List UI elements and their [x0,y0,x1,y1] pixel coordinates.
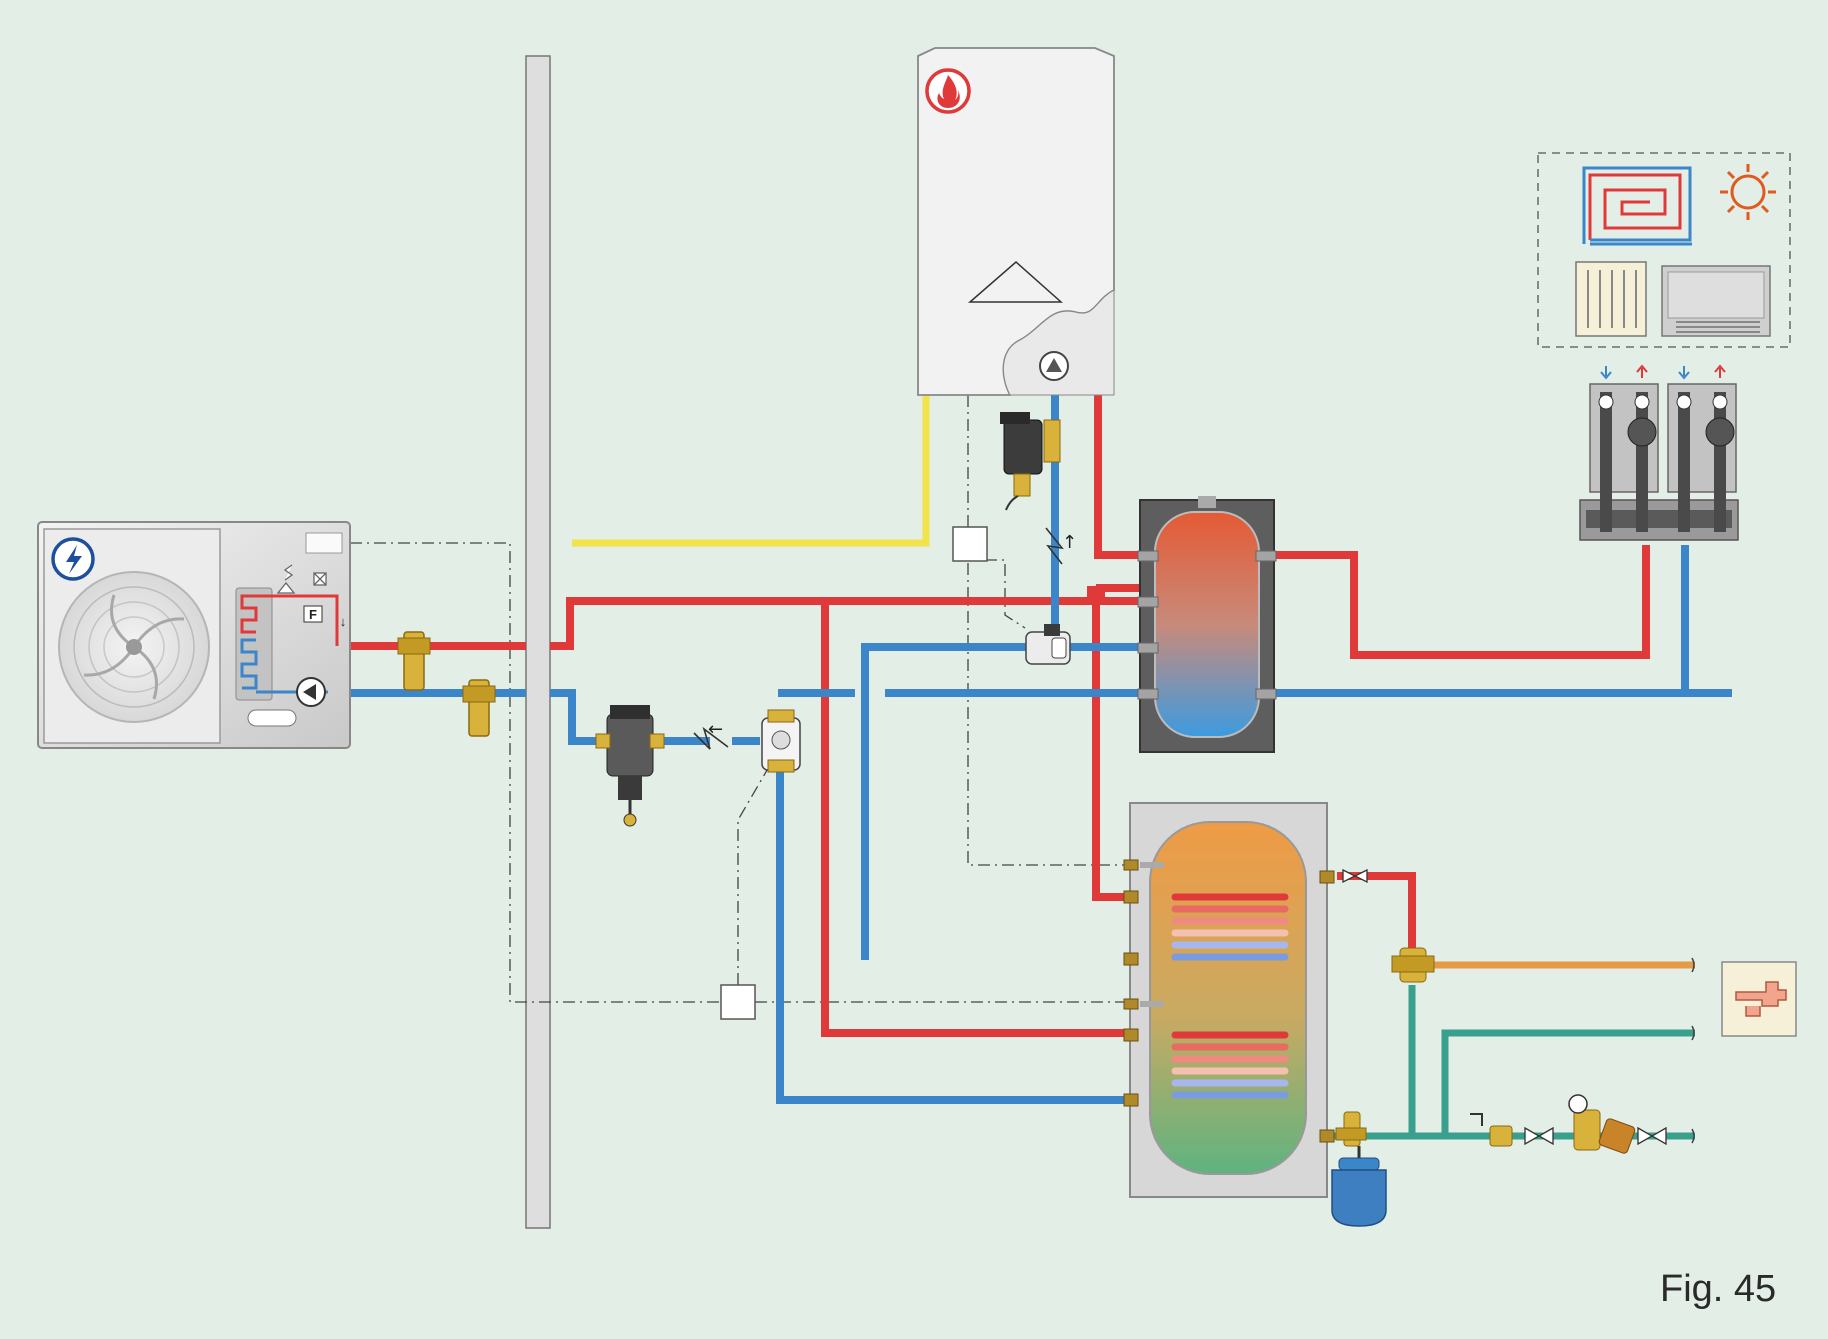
circulation-pump-zone-1 [1627,417,1657,447]
boiler-check-valve [1045,527,1064,565]
figure-caption: Fig. 45 [1660,1268,1777,1310]
wall [525,55,551,1229]
circulation-pump-icon [296,677,326,707]
thermostatic-mixing-valve [1391,947,1435,983]
flow-switch [303,605,323,623]
sun-icon [1720,164,1776,220]
gas-pipe [572,395,930,547]
control-wiring [350,395,1128,1003]
pressure-gauge-icon [1568,1094,1588,1114]
dirt-separator-icon [595,705,665,827]
dhw-tank [1123,802,1335,1198]
return-zone-pump [761,709,801,773]
boiler-warning-triangle [967,261,1063,303]
distribution-manifold [1579,364,1739,541]
boiler-flow-tee [1087,586,1105,598]
controller-box-lower [720,984,756,1020]
fan-coil-icon [1661,265,1771,337]
three-way-valve-icon [1025,624,1071,665]
safety-valve [1335,1111,1367,1147]
pressure-reducer [1568,1094,1636,1154]
dhw-upper-coil [1171,893,1289,961]
boiler-separator [1000,412,1061,511]
cold-inlet-valves [1470,1113,1667,1147]
electric-heat-pump-icon [51,537,95,581]
buffer-tank [1137,496,1277,753]
circulation-pump-zone-2 [1705,417,1735,447]
radiator-icon [1575,261,1647,337]
expansion-vessel-icon [1331,1146,1387,1227]
check-valve-return-arrow: ← [708,719,723,740]
pipe-end-marks [1691,957,1695,1144]
hp-ball-valves [397,631,496,737]
emitters-box [1537,152,1791,348]
dhw-hot-outlet-valve [1342,868,1368,884]
flow-switch-label: F [309,607,317,622]
heat-pump-unit: F ↓ [37,521,351,749]
tap-faucet-icon [1721,961,1797,1037]
check-valve-boiler-arrow: ↑ [1062,532,1077,553]
underfloor-heating-icon [1582,166,1692,246]
check-valve-icon [693,726,729,750]
domestic-water-pipes [1308,961,1695,1140]
gas-boiler [917,47,1115,396]
hp-flow-arrow: ↓ [340,614,347,629]
dhw-lower-coil [1171,1031,1289,1099]
controller-box-upper [952,526,988,562]
gas-boiler-flame-icon [925,68,971,114]
